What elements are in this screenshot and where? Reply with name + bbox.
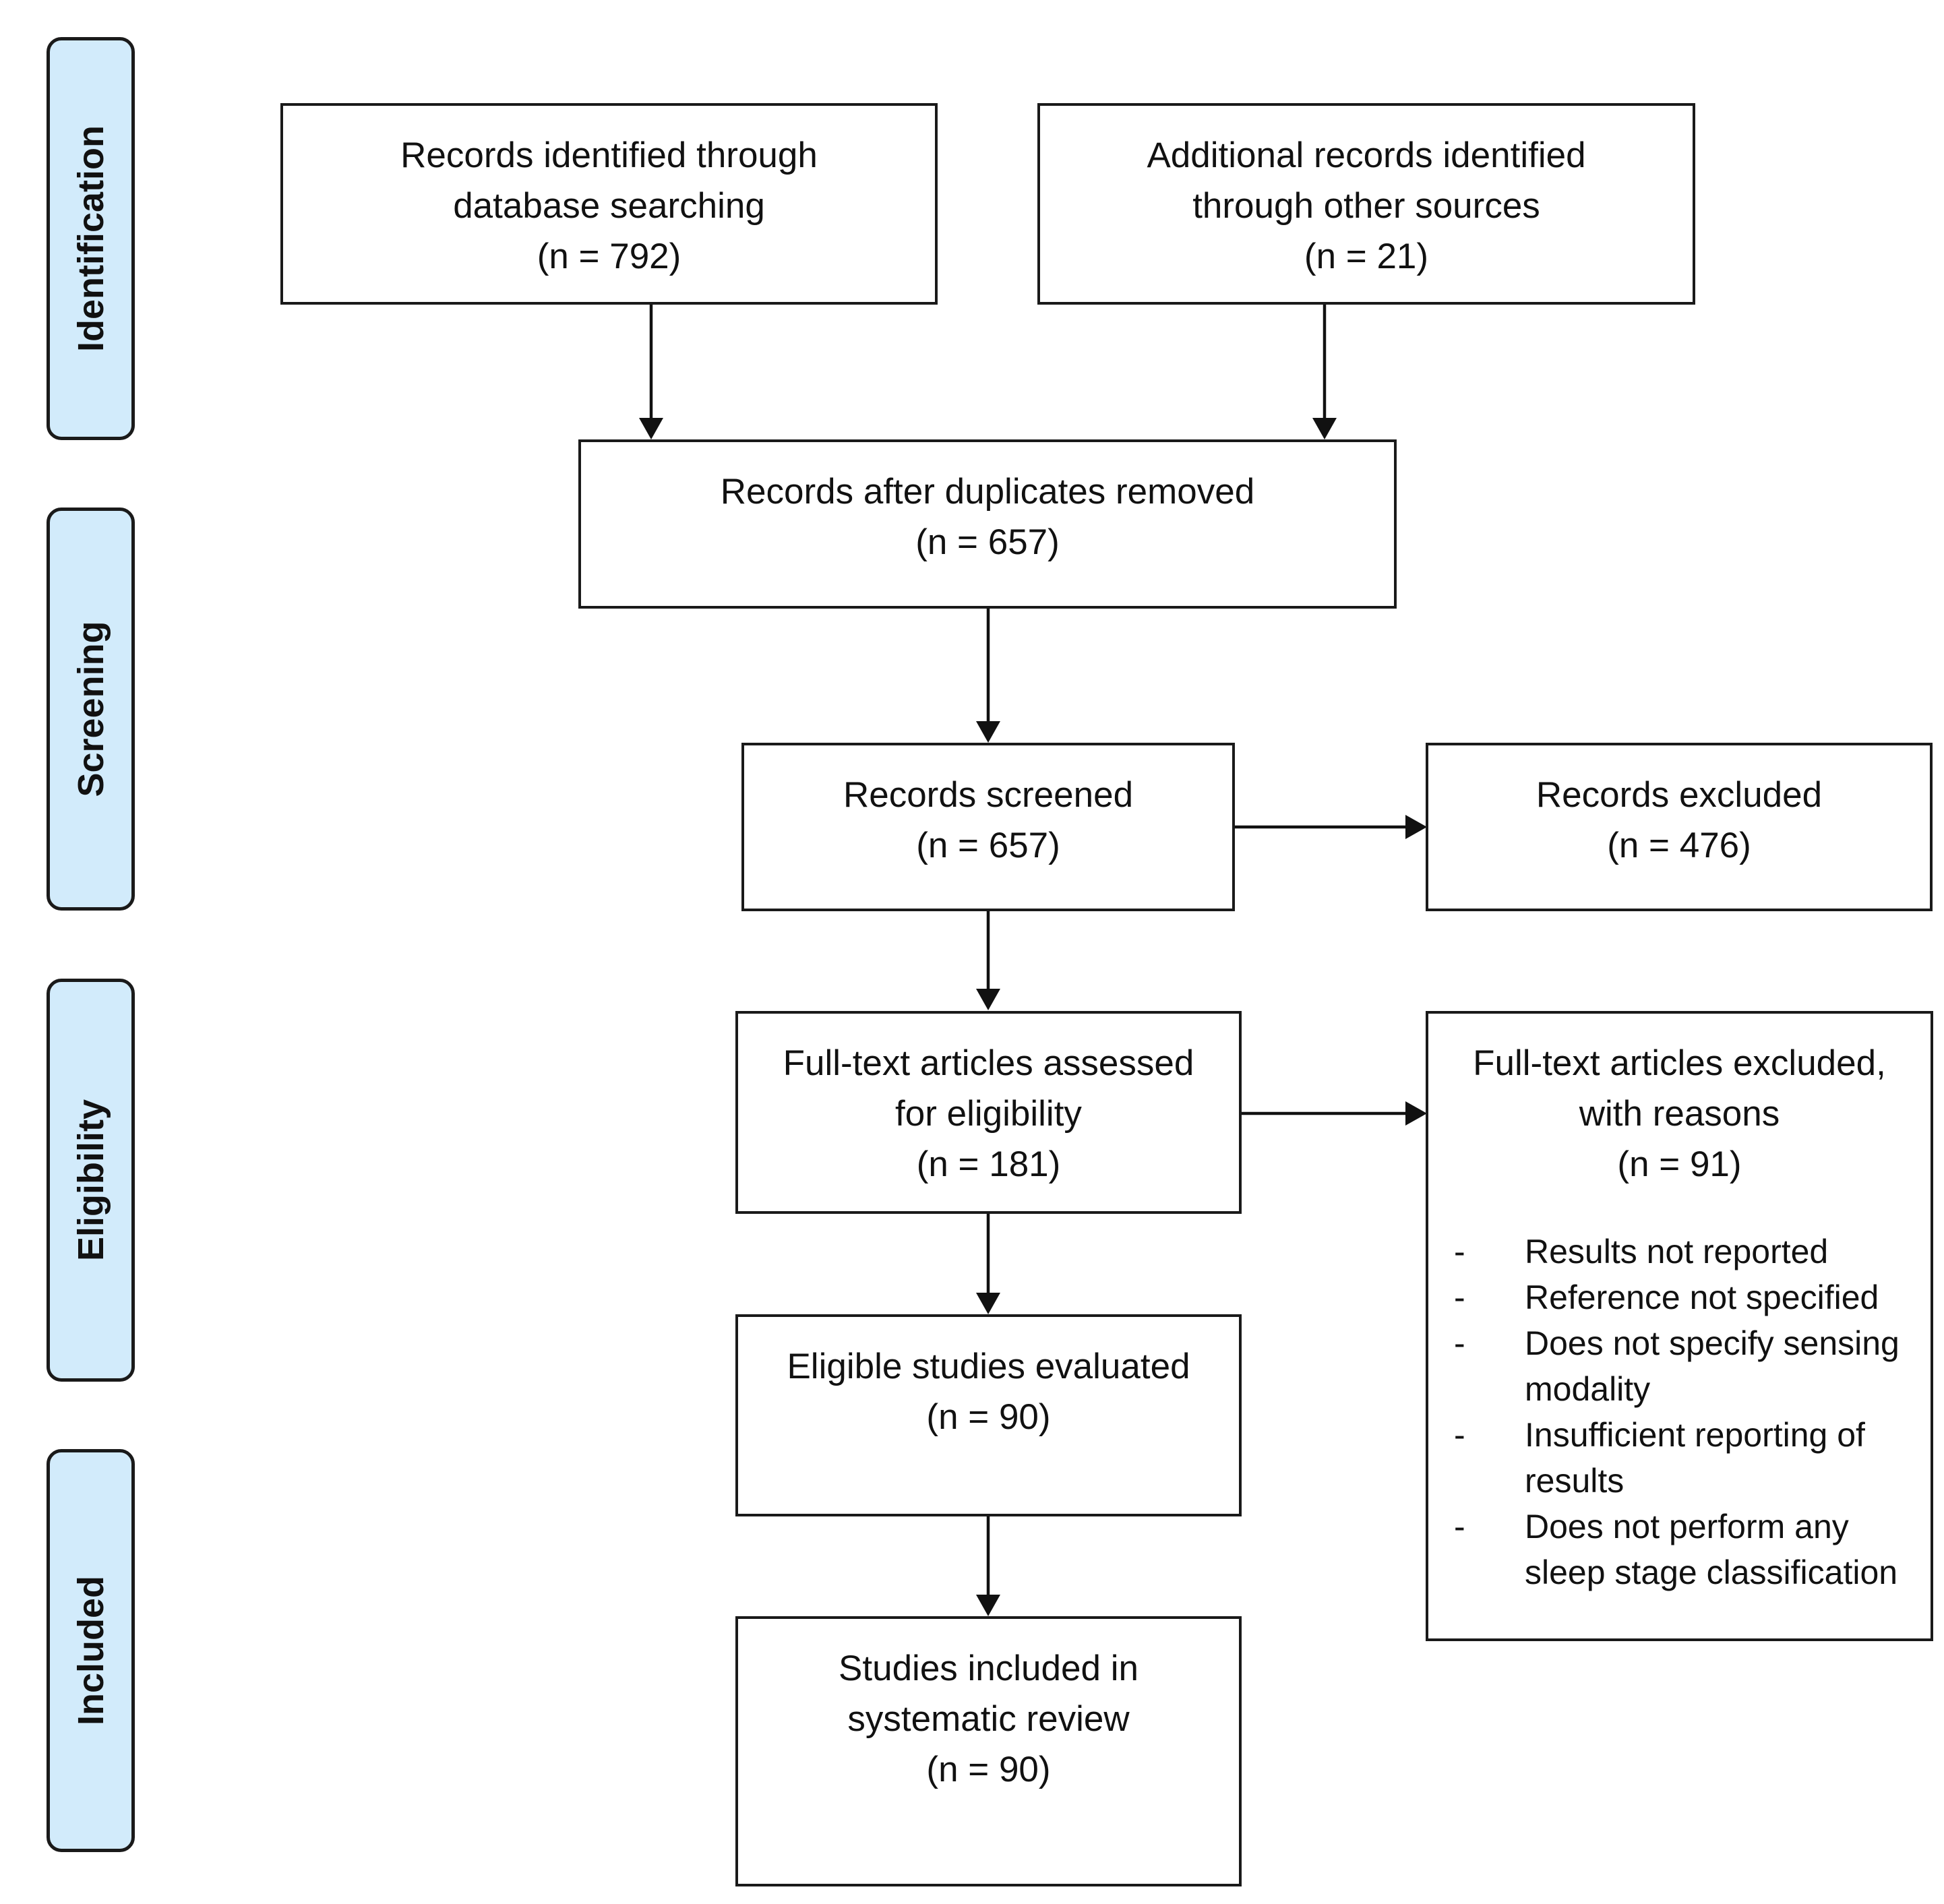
box-count: (n = 90) bbox=[926, 1397, 1051, 1437]
box-count: (n = 90) bbox=[926, 1750, 1051, 1789]
box-count: (n = 91) bbox=[1617, 1144, 1742, 1184]
box-records-screened: Records screened (n = 657) bbox=[741, 743, 1235, 911]
box-count: (n = 476) bbox=[1607, 826, 1751, 865]
box-title: Studies included in systematic review bbox=[839, 1649, 1138, 1739]
box-fulltext-assessed: Full-text articles assessed for eligibil… bbox=[735, 1011, 1242, 1214]
box-other-sources: Additional records identified through ot… bbox=[1037, 103, 1695, 305]
stage-eligibility: Eligibility bbox=[47, 979, 135, 1382]
arrowhead bbox=[639, 418, 663, 439]
box-title: Additional records identified through ot… bbox=[1147, 135, 1586, 226]
arrowhead bbox=[1312, 418, 1337, 439]
arrowhead bbox=[976, 1293, 1000, 1314]
box-count: (n = 21) bbox=[1304, 237, 1429, 276]
box-title: Full-text articles assessed for eligibil… bbox=[783, 1043, 1194, 1134]
arrowhead bbox=[976, 989, 1000, 1010]
box-included-review: Studies included in systematic review (n… bbox=[735, 1616, 1242, 1886]
box-database-search: Records identified through database sear… bbox=[280, 103, 938, 305]
box-count: (n = 792) bbox=[537, 237, 681, 276]
box-title: Records screened bbox=[843, 775, 1134, 815]
box-count: (n = 657) bbox=[915, 522, 1060, 562]
arrowhead bbox=[1405, 815, 1427, 839]
box-count: (n = 657) bbox=[916, 826, 1060, 865]
arrowhead bbox=[976, 721, 1000, 743]
stage-included: Included bbox=[47, 1449, 135, 1852]
stage-identification: Identification bbox=[47, 37, 135, 440]
arrowhead bbox=[976, 1595, 1000, 1616]
list-item: Insufficient reporting of results bbox=[1454, 1412, 1931, 1504]
box-title: Records excluded bbox=[1536, 775, 1823, 815]
exclusion-reasons-list: Results not reported Reference not speci… bbox=[1428, 1229, 1931, 1595]
arrowhead bbox=[1405, 1101, 1427, 1126]
box-title: Records after duplicates removed bbox=[720, 472, 1255, 512]
box-title: Records identified through database sear… bbox=[400, 135, 818, 226]
box-title: Eligible studies evaluated bbox=[787, 1347, 1190, 1386]
box-records-excluded: Records excluded (n = 476) bbox=[1426, 743, 1933, 911]
list-item: Reference not specified bbox=[1454, 1275, 1931, 1320]
box-eligible-evaluated: Eligible studies evaluated (n = 90) bbox=[735, 1314, 1242, 1516]
list-item: Does not specify sensing modality bbox=[1454, 1320, 1931, 1412]
box-title: Full-text articles excluded, with reason… bbox=[1473, 1043, 1886, 1134]
stage-screening: Screening bbox=[47, 508, 135, 911]
list-item: Results not reported bbox=[1454, 1229, 1931, 1275]
box-count: (n = 181) bbox=[916, 1144, 1061, 1184]
box-fulltext-excluded: Full-text articles excluded, with reason… bbox=[1426, 1011, 1933, 1641]
list-item: Does not perform any sleep stage classif… bbox=[1454, 1504, 1931, 1595]
box-duplicates-removed: Records after duplicates removed (n = 65… bbox=[578, 439, 1397, 609]
